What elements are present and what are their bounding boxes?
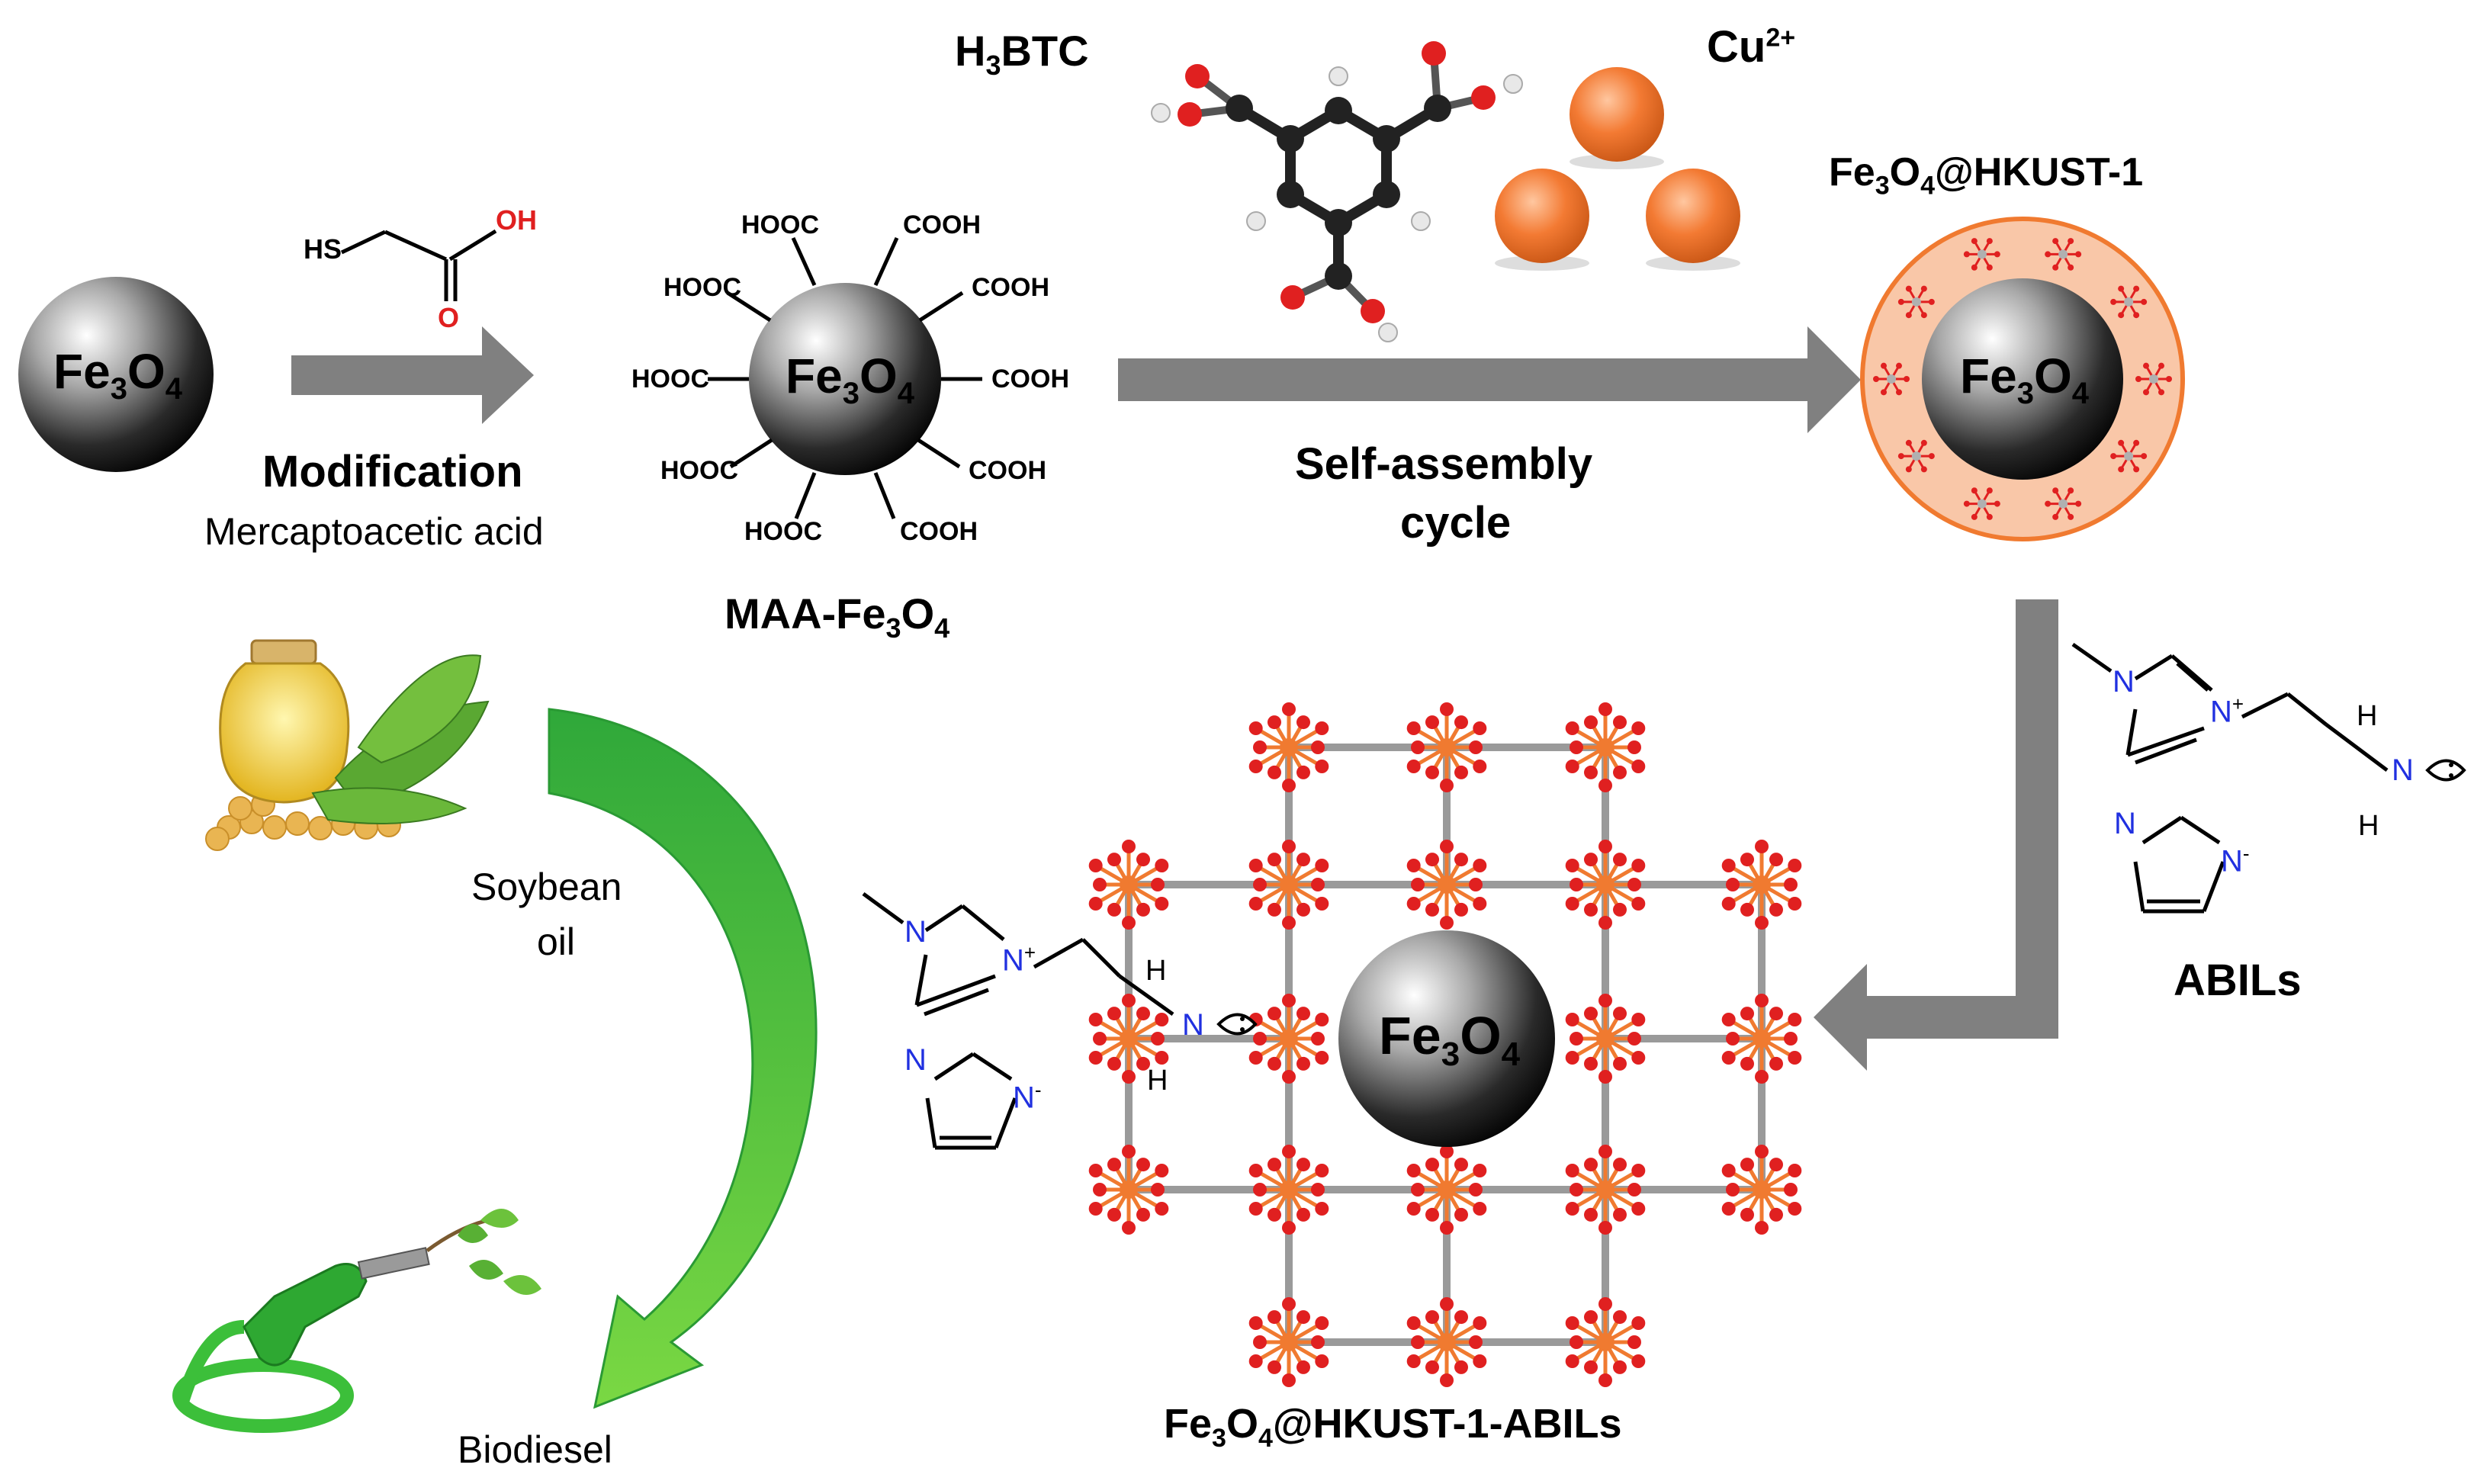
cooh-right-3: COOH (991, 365, 1069, 393)
fe3o4-hkust-abils-sphere-label: Fe3O4 (1379, 1006, 1521, 1073)
fe3o4-start-label: Fe3O4 (53, 344, 182, 406)
shell-cluster (2110, 439, 2148, 473)
cu-label: Cu2+ (1707, 22, 1796, 72)
fe3o4-hkust-core-shell (1860, 217, 2185, 541)
mof-node (1248, 840, 1329, 930)
cooh-left-4: HOOC (660, 456, 738, 485)
abils-n-methyl: N (2113, 665, 2135, 699)
abils-lower-n-plus: N+ (1002, 941, 1036, 978)
biodiesel-label: Biodiesel (458, 1428, 612, 1471)
abils-lone-pair-icon-lower (1216, 1013, 1258, 1036)
cooh-right-5: COOH (900, 517, 978, 546)
abils-n-plus: N+ (2210, 692, 2244, 729)
cooh-left-5: HOOC (744, 517, 822, 546)
shell-cluster (2110, 285, 2148, 319)
mof-node (1406, 1297, 1487, 1387)
shell-cluster (1963, 487, 2000, 520)
shell-cluster (2135, 362, 2172, 396)
abils-lower-anion-n: N (904, 1043, 927, 1077)
fe3o4-start-sphere (18, 277, 214, 472)
mof-node (1406, 1145, 1487, 1235)
mof-node (1565, 1145, 1646, 1235)
mercapto-hs: HS (304, 233, 342, 265)
soybean-oil-jar-icon (205, 639, 490, 851)
mof-node (1565, 1297, 1646, 1387)
mercaptoacetic-acid-structure (340, 229, 497, 301)
hkust-shell-clusters (1873, 238, 2172, 520)
mof-node (1565, 994, 1646, 1084)
fuel-nozzle-plant-icon (172, 1209, 541, 1433)
abils-h-top: H (2357, 700, 2378, 732)
soybean-oil-line1: Soybean (471, 866, 622, 908)
abils-lone-pair-icon (2425, 759, 2466, 782)
shell-cluster (2045, 238, 2082, 271)
shell-cluster (1897, 285, 1935, 319)
mercapto-o: O (438, 302, 460, 333)
mof-framework (1088, 702, 1802, 1387)
maa-fe3o4-sphere-label: Fe3O4 (786, 349, 914, 410)
mof-node (1248, 1145, 1329, 1235)
mof-node (1248, 994, 1329, 1084)
maa-fe3o4-caption: MAA-Fe3O4 (725, 589, 950, 644)
mof-node (1088, 994, 1169, 1084)
self-assembly-line1: Self-assembly (1295, 439, 1593, 489)
mof-node (1248, 1297, 1329, 1387)
fe3o4-hkust-abils-core (1338, 930, 1555, 1147)
mof-node (1565, 840, 1646, 930)
soybean-oil-line2: oil (537, 920, 576, 963)
transesterification-arrow (548, 708, 818, 1409)
cooh-left-3: HOOC (631, 365, 709, 393)
abils-lower-h-top: H (1145, 955, 1167, 987)
shell-cluster (1897, 439, 1935, 473)
self-assembly-arrow (1118, 326, 1861, 433)
abils-lower-n-amine: N (1182, 1008, 1204, 1042)
h3btc-label: H3BTC (955, 27, 1089, 82)
abils-lower-h-bottom: H (1147, 1065, 1168, 1097)
abils-caption: ABILs (2174, 956, 2302, 1005)
h3btc-molecule (1151, 41, 1523, 342)
shell-cluster (1873, 362, 1910, 396)
shell-cluster (2045, 487, 2082, 520)
mercapto-oh: OH (496, 204, 537, 236)
cu-ion-spheres (1495, 67, 1740, 271)
abils-lower-n-methyl: N (904, 915, 927, 949)
abils-h-bottom: H (2358, 810, 2379, 842)
modification-arrow (291, 326, 534, 424)
fe3o4-hkust-sphere-label: Fe3O4 (1960, 349, 2089, 410)
abils-n-amine: N (2392, 753, 2414, 787)
abils-loading-arrow (1814, 599, 2058, 1071)
mof-node (1248, 702, 1329, 792)
cooh-right-1: COOH (903, 210, 981, 239)
fe3o4-hkust-caption: Fe3O4@HKUST-1 (1829, 150, 2144, 201)
cooh-right-4: COOH (969, 456, 1046, 485)
abils-cation-structure (2071, 642, 2389, 772)
mof-node (1721, 994, 1802, 1084)
abils-anion-structure (2133, 815, 2225, 914)
cooh-right-2: COOH (972, 273, 1049, 302)
mof-node (1406, 702, 1487, 792)
maa-fe3o4-sphere (749, 283, 941, 475)
modification-subtitle: Mercaptoacetic acid (204, 510, 544, 553)
abils-cation-structure-lower (862, 891, 1174, 1017)
mof-node (1088, 840, 1169, 930)
abils-anion-n-minus: N- (2221, 842, 2250, 879)
abils-anion-n: N (2114, 807, 2136, 840)
modification-title: Modification (262, 447, 523, 496)
mof-node (1565, 702, 1646, 792)
fe3o4-hkust-abils-caption: Fe3O4@HKUST-1-ABILs (1164, 1401, 1622, 1453)
abils-anion-structure-lower (925, 1052, 1017, 1150)
mof-node (1088, 1145, 1169, 1235)
maa-fe3o4-spokes (708, 236, 982, 519)
self-assembly-line2: cycle (1400, 498, 1512, 548)
shell-cluster (1963, 238, 2000, 271)
abils-lower-anion-n-minus: N- (1013, 1078, 1042, 1115)
cooh-left-2: HOOC (663, 273, 741, 302)
mof-node (1721, 1145, 1802, 1235)
mof-node (1406, 840, 1487, 930)
mof-node (1721, 840, 1802, 930)
cooh-left-1: HOOC (741, 210, 819, 239)
